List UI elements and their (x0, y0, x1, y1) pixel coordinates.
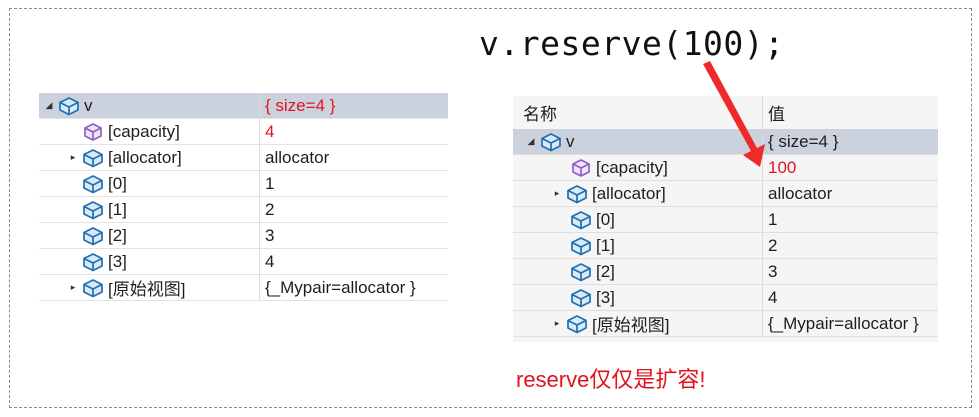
field-icon (84, 122, 102, 141)
class-icon (571, 210, 591, 229)
watch-panel-after: 名称 值 ◢ v { size=4 } [capacity] 100 ▸ [al… (513, 96, 938, 342)
class-icon (567, 184, 587, 203)
field-icon (572, 158, 590, 177)
watch-row-element-1[interactable]: [1] 2 (513, 233, 938, 259)
watch-name: [0] (108, 173, 127, 193)
class-icon (83, 200, 103, 219)
watch-value: {_Mypair=allocator } (762, 311, 938, 336)
watch-name: [0] (596, 209, 615, 229)
watch-header: 名称 值 (513, 96, 938, 129)
class-icon (83, 278, 103, 297)
watch-name: [3] (596, 287, 615, 307)
watch-name: [原始视图] (108, 280, 186, 299)
collapsed-triangle-icon[interactable]: ▸ (70, 152, 76, 162)
watch-name: [capacity] (108, 121, 180, 141)
watch-value: 2 (762, 233, 938, 258)
watch-row-element-1[interactable]: [1] 2 (39, 197, 448, 223)
code-caption: v.reserve(100); (479, 24, 785, 63)
watch-value: { size=4 } (259, 93, 448, 118)
watch-name: [2] (596, 261, 615, 281)
watch-row-element-0[interactable]: [0] 1 (513, 207, 938, 233)
watch-name: [2] (108, 225, 127, 245)
watch-row-capacity[interactable]: [capacity] 100 (513, 155, 938, 181)
watch-value: allocator (762, 181, 938, 206)
class-icon (83, 174, 103, 193)
watch-row-element-0[interactable]: [0] 1 (39, 171, 448, 197)
expanded-triangle-icon[interactable]: ◢ (45, 100, 53, 110)
watch-name: [allocator] (592, 183, 666, 203)
class-icon (83, 252, 103, 271)
watch-name: [capacity] (596, 157, 668, 177)
class-icon (541, 132, 561, 151)
watch-row-raw-view[interactable]: ▸ [原始视图] {_Mypair=allocator } (39, 275, 448, 301)
watch-row-element-2[interactable]: [2] 3 (513, 259, 938, 285)
watch-value: { size=4 } (762, 129, 938, 154)
column-header-name[interactable]: 名称 (523, 105, 557, 124)
watch-panel-before: ◢ v { size=4 } [capacity] 4 ▸ [allocator… (39, 93, 448, 304)
class-icon (567, 314, 587, 333)
class-icon (59, 96, 79, 115)
watch-value: {_Mypair=allocator } (259, 275, 448, 300)
collapsed-triangle-icon[interactable]: ▸ (554, 188, 560, 198)
watch-name: [3] (108, 251, 127, 271)
annotation-note: reserve仅仅是扩容! (516, 367, 706, 392)
watch-row-element-2[interactable]: [2] 3 (39, 223, 448, 249)
watch-value: 1 (762, 207, 938, 232)
watch-row-raw-view[interactable]: ▸ [原始视图] {_Mypair=allocator } (513, 311, 938, 337)
watch-row-allocator[interactable]: ▸ [allocator] allocator (513, 181, 938, 207)
watch-row-element-3[interactable]: [3] 4 (513, 285, 938, 311)
collapsed-triangle-icon[interactable]: ▸ (70, 282, 76, 292)
watch-value: 3 (762, 259, 938, 284)
collapsed-triangle-icon[interactable]: ▸ (554, 318, 560, 328)
class-icon (83, 226, 103, 245)
watch-value: 1 (259, 171, 448, 196)
column-header-value[interactable]: 值 (762, 96, 938, 129)
class-icon (571, 236, 591, 255)
watch-name: [原始视图] (592, 316, 670, 335)
watch-name: v (566, 131, 575, 151)
watch-row-capacity[interactable]: [capacity] 4 (39, 119, 448, 145)
watch-name: [1] (108, 199, 127, 219)
watch-row-element-3[interactable]: [3] 4 (39, 249, 448, 275)
watch-value: 3 (259, 223, 448, 248)
watch-name: [1] (596, 235, 615, 255)
screenshot-frame (9, 8, 972, 408)
watch-value: 100 (762, 155, 938, 180)
class-icon (571, 262, 591, 281)
watch-value: 4 (259, 249, 448, 274)
watch-row-v[interactable]: ◢ v { size=4 } (513, 129, 938, 155)
watch-row-allocator[interactable]: ▸ [allocator] allocator (39, 145, 448, 171)
watch-row-v[interactable]: ◢ v { size=4 } (39, 93, 448, 119)
watch-value: 2 (259, 197, 448, 222)
watch-value: allocator (259, 145, 448, 170)
watch-value: 4 (762, 285, 938, 310)
expanded-triangle-icon[interactable]: ◢ (527, 136, 535, 146)
class-icon (83, 148, 103, 167)
watch-value: 4 (259, 119, 448, 144)
watch-name: v (84, 95, 93, 115)
class-icon (571, 288, 591, 307)
watch-name: [allocator] (108, 147, 182, 167)
